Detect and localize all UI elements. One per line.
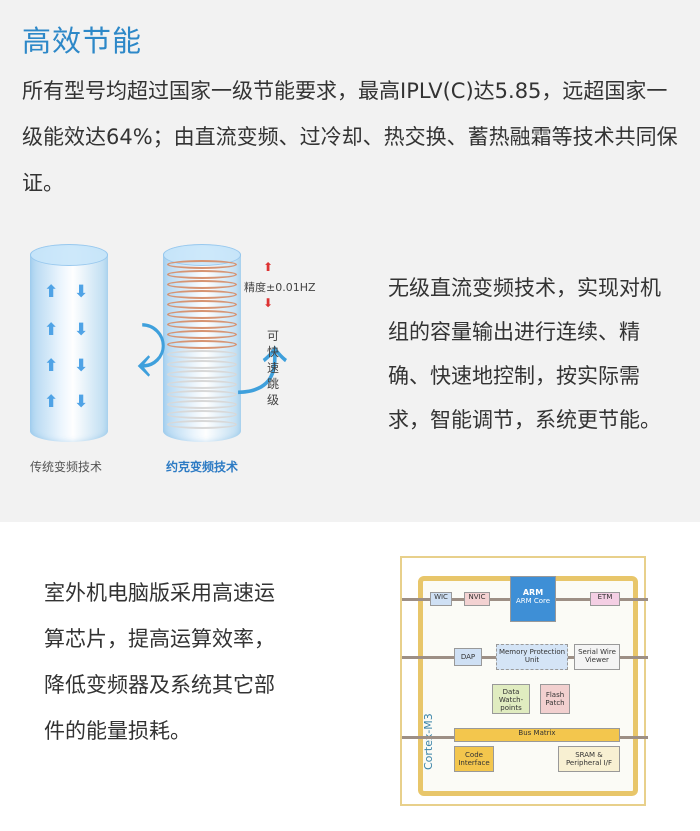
traditional-cylinder: ⬆ ⬇ ⬆ ⬇ ⬆ ⬇ ⬆ ⬇ <box>30 244 108 442</box>
coil-ring <box>167 420 237 429</box>
swv-block: Serial Wire Viewer <box>574 644 620 670</box>
arm-core-label: ARM Core <box>515 597 551 605</box>
chip-description: 室外机电脑版采用高速运算芯片，提高运算效率，降低变频器及系统其它部件的能量损耗。 <box>44 581 275 743</box>
coil-ring <box>167 370 237 379</box>
coil-ring <box>167 390 237 399</box>
arm-core-block: ARM ARM Core <box>510 576 556 622</box>
up-arrow-icon: ⬆ <box>44 320 59 340</box>
coil-ring <box>167 270 237 279</box>
sram-block: SRAM & Peripheral I/F <box>558 746 620 772</box>
up-arrow-icon: ⬆ <box>44 392 59 412</box>
section-title: 高效节能 <box>22 24 143 58</box>
coil-ring <box>167 310 237 319</box>
top-section <box>0 0 700 522</box>
vertical-label: 可快速跳级 <box>267 329 280 407</box>
down-arrow-icon: ⬇ <box>74 282 89 302</box>
coil-ring <box>167 330 237 339</box>
cortex-m3-diagram: Cortex-M3 WIC NVIC ARM ARM Core ETM DAP … <box>400 556 648 806</box>
mpu-block: Memory Protection Unit <box>496 644 568 670</box>
down-arrow-icon: ⬇ <box>74 320 89 340</box>
rotate-up-arrow-icon: ⤴ <box>236 343 289 403</box>
dwp-block: Data Watch-points <box>492 684 530 714</box>
intro-paragraph: 所有型号均超过国家一级节能要求，最高IPLV(C)达5.85，远超国家一级能效达… <box>22 79 678 195</box>
up-arrow-icon: ⬆ <box>44 282 59 302</box>
coil-ring <box>167 280 237 289</box>
code-interface-block: Code Interface <box>454 746 494 772</box>
red-up-arrow-icon: ⬆ <box>263 260 274 274</box>
coil-ring <box>167 320 237 329</box>
red-down-arrow-icon: ⬇ <box>263 296 274 310</box>
bus-matrix-block: Bus Matrix <box>454 728 620 742</box>
coil-ring <box>167 400 237 409</box>
coil-ring <box>167 360 237 369</box>
coil-ring <box>167 300 237 309</box>
precision-label: 精度±0.01HZ <box>244 281 316 294</box>
down-arrow-icon: ⬇ <box>74 392 89 412</box>
coil-ring <box>167 380 237 389</box>
coil-ring <box>167 410 237 419</box>
wic-block: WIC <box>430 592 452 606</box>
coil-ring <box>167 350 237 359</box>
etm-block: ETM <box>590 592 620 606</box>
up-arrow-icon: ⬆ <box>44 356 59 376</box>
york-caption: 约克变频技术 <box>166 460 239 474</box>
flash-patch-block: Flash Patch <box>540 684 570 714</box>
rotate-down-arrow-icon: ⤸ <box>136 318 168 378</box>
coil-ring <box>167 340 237 349</box>
coil-ring <box>167 290 237 299</box>
cortex-label: Cortex-M3 <box>422 713 435 770</box>
dap-block: DAP <box>454 648 482 666</box>
inverter-description: 无级直流变频技术，实现对机组的容量输出进行连续、精确、快速地控制，按实际需求，智… <box>388 276 661 432</box>
traditional-caption: 传统变频技术 <box>30 460 103 474</box>
arm-logo: ARM <box>522 588 544 597</box>
york-cylinder <box>163 244 241 442</box>
down-arrow-icon: ⬇ <box>74 356 89 376</box>
coil-ring <box>167 260 237 269</box>
nvic-block: NVIC <box>464 592 490 606</box>
